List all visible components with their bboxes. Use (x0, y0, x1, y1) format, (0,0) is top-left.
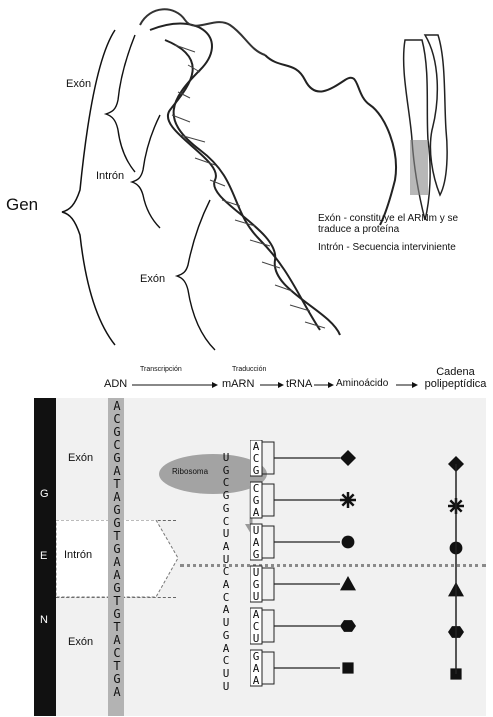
dna-illustration (0, 0, 493, 360)
side-letter-g: G (40, 488, 49, 500)
arrow-icon (312, 380, 336, 390)
amino-acid-diamond (340, 450, 356, 466)
dna-helix-strand-b (165, 40, 340, 335)
exon-top-label: Exón (66, 78, 91, 90)
flow-traduccion: Traducción (232, 366, 266, 373)
anticodon-base: G (253, 464, 260, 477)
trna-body (262, 442, 274, 474)
exon-top-brace (106, 35, 135, 172)
flow-transcripcion: Transcripción (140, 366, 182, 373)
legend-intron: Intrón - Secuencia interviniente (318, 242, 493, 253)
mrna-base: G (219, 503, 233, 516)
gene-side-bar: G E N (34, 398, 56, 716)
mrna-base: U (219, 452, 233, 465)
intron-label: Intrón (96, 170, 124, 182)
mrna-base: U (219, 681, 233, 694)
flow-marn: mARN (222, 378, 254, 390)
amino-acid-square (342, 662, 353, 673)
trna-body (262, 610, 274, 642)
trna-amino-diagram: ACGCGAUAGUGUACUGAA (250, 440, 486, 716)
amino-acid-star (340, 492, 356, 508)
ribosome-label: Ribosoma (172, 467, 208, 476)
intron-label-bottom: Intrón (64, 549, 92, 561)
dna-base-pairs (172, 45, 325, 328)
flow-trna: tRNA (286, 378, 312, 390)
flow-aminoacido: Aminoácido (336, 378, 388, 389)
trna-body (262, 568, 274, 600)
legend-exon: Exón - constituye el ARNm y se traduce a… (318, 213, 488, 235)
arrow-icon (394, 380, 420, 390)
amino-acid-triangle (340, 576, 356, 590)
arrow-icon (258, 380, 286, 390)
mrna-base: U (219, 617, 233, 630)
trna-body (262, 484, 274, 516)
amino-acid-hexagon (340, 620, 356, 632)
flow-adn: ADN (104, 378, 127, 390)
side-letter-n: N (40, 614, 48, 626)
mrna-base: G (219, 490, 233, 503)
mrna-base: A (219, 541, 233, 554)
exon-bottom-label: Exón (140, 273, 165, 285)
side-letter-e: E (40, 550, 47, 562)
dna-coil (140, 9, 265, 55)
dna-thread (265, 55, 396, 225)
anticodon-base: A (253, 674, 260, 687)
exon2-label: Exón (68, 636, 93, 648)
chromosome-icon (404, 35, 447, 220)
amino-acid-circle (342, 536, 355, 549)
trna-body (262, 652, 274, 684)
exon-bottom-brace (177, 200, 215, 350)
anticodon-base: U (253, 590, 260, 603)
intron-brace (132, 115, 160, 228)
dna-base: A (110, 686, 124, 699)
mrna-base: U (219, 668, 233, 681)
arrow-icon (130, 380, 220, 390)
trna-body (262, 526, 274, 558)
anticodon-base: G (253, 548, 260, 561)
gen-label: Gen (6, 195, 38, 215)
mrna-base: A (219, 579, 233, 592)
exon1-label: Exón (68, 452, 93, 464)
flow-cadena: Cadena polipeptídica (418, 366, 493, 390)
anticodon-base: A (253, 506, 260, 519)
anticodon-base: U (253, 632, 260, 645)
mrna-base: G (219, 630, 233, 643)
